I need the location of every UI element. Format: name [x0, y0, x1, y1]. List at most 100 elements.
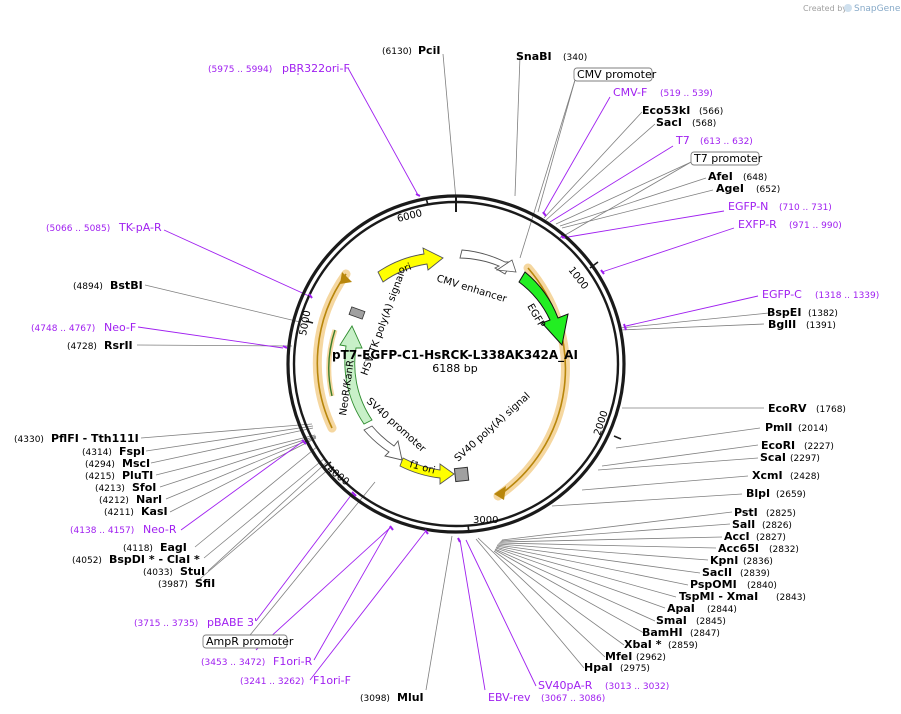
- label-hpai[interactable]: HpaI (2975): [584, 661, 650, 674]
- label-egfp-n-range: (710 .. 731): [779, 203, 832, 213]
- label-pcii-pos: (6130): [382, 47, 412, 57]
- label-saci[interactable]: SacI (568): [656, 116, 716, 129]
- label-sfii-name: SfiI: [195, 577, 215, 590]
- label-neo-f[interactable]: (4748 .. 4767) Neo-F: [31, 321, 136, 334]
- label-blpi-pos: (2659): [776, 490, 806, 500]
- snapgene-credit: Created by SnapGene: [803, 4, 901, 14]
- label-agei[interactable]: AgeI (652): [716, 182, 780, 195]
- label-blpi[interactable]: BlpI (2659): [746, 487, 806, 500]
- label-eco53ki[interactable]: Eco53kI (566): [642, 104, 723, 117]
- label-mfei-pos: (2962): [636, 653, 666, 663]
- label-bspei-name: BspEI: [767, 306, 801, 319]
- label-nari[interactable]: (4212) NarI: [99, 493, 162, 506]
- label-afei-pos: (648): [743, 173, 767, 183]
- label-smai[interactable]: SmaI (2845): [656, 614, 726, 627]
- label-kpni-pos: (2836): [743, 557, 773, 567]
- label-pflfi-tth111i[interactable]: (4330) PflFI - Tth111I: [14, 432, 139, 445]
- label-kasi-name: KasI: [141, 505, 168, 518]
- label-ecorv[interactable]: EcoRV (1768): [768, 402, 846, 415]
- label-bstbi[interactable]: (4894) BstBI: [73, 279, 143, 292]
- plasmid-size: 6188 bp: [432, 362, 477, 375]
- label-t7[interactable]: T7 (613 .. 632): [675, 134, 753, 147]
- label-ecori-name: EcoRI: [761, 439, 795, 452]
- label-kasi[interactable]: (4211) KasI: [104, 505, 168, 518]
- label-pluti[interactable]: (4215) PluTI: [85, 469, 153, 482]
- label-bspdi-clai-name: BspDI * - ClaI *: [109, 553, 200, 566]
- label-sfii-pos: (3987): [158, 580, 188, 590]
- label-rsrii[interactable]: (4728) RsrII: [67, 339, 133, 352]
- label-pcii[interactable]: (6130) PciI: [382, 44, 440, 57]
- label-ecorv-name: EcoRV: [768, 402, 807, 415]
- label-f1ori-r-name: F1ori-R: [273, 655, 313, 668]
- label-blpi-name: BlpI: [746, 487, 770, 500]
- label-eagi-pos: (4118): [123, 544, 153, 554]
- label-mlui[interactable]: (3098) MluI: [360, 691, 424, 704]
- label-ecori[interactable]: EcoRI (2227): [761, 439, 834, 452]
- label-stui-pos: (4033): [143, 568, 173, 578]
- label-snabi-pos: (340): [563, 53, 587, 63]
- label-xbai[interactable]: XbaI * (2859): [624, 638, 698, 651]
- label-egfp-n[interactable]: EGFP-N (710 .. 731): [728, 200, 832, 213]
- label-ampr-promoter[interactable]: AmpR promoter: [202, 634, 294, 649]
- label-acc65i-pos: (2832): [769, 545, 799, 555]
- label-acci[interactable]: AccI (2827): [724, 530, 786, 543]
- label-agei-name: AgeI: [716, 182, 744, 195]
- label-acc65i[interactable]: Acc65I (2832): [718, 542, 799, 555]
- label-neo-r-range: (4138 .. 4157): [70, 526, 134, 536]
- label-psti[interactable]: PstI (2825): [734, 506, 796, 519]
- label-sacii[interactable]: SacII (2839): [702, 566, 770, 579]
- label-psti-pos: (2825): [766, 509, 796, 519]
- label-bspei[interactable]: BspEI (1382): [767, 306, 838, 319]
- label-kpni[interactable]: KpnI (2836): [710, 554, 773, 567]
- label-sali[interactable]: SalI (2826): [732, 518, 792, 531]
- label-neo-r[interactable]: (4138 .. 4157) Neo-R: [70, 523, 177, 536]
- label-snabi[interactable]: SnaBI (340): [516, 50, 587, 63]
- label-t7-promoter[interactable]: T7 promoter: [690, 151, 763, 166]
- label-afei[interactable]: AfeI (648): [708, 170, 767, 183]
- label-nari-pos: (4212): [99, 496, 129, 506]
- label-bglii[interactable]: BglII (1391): [768, 318, 836, 331]
- feature-label-sv40-polya: SV40 poly(A) signal: [453, 391, 533, 465]
- label-cmv-promoter[interactable]: CMV promoter: [573, 67, 657, 82]
- label-sfoi[interactable]: (4213) SfoI: [95, 481, 156, 494]
- label-f1ori-f-range: (3241 .. 3262): [240, 677, 304, 687]
- label-bamhi-name: BamHI: [642, 626, 683, 639]
- label-f1ori-r[interactable]: (3453 .. 3472) F1ori-R: [201, 655, 313, 668]
- label-f1ori-f[interactable]: (3241 .. 3262) F1ori-F: [240, 674, 351, 687]
- label-ebv-rev[interactable]: EBV-rev (3067 .. 3086): [488, 691, 605, 704]
- label-scai[interactable]: ScaI (2297): [760, 451, 820, 464]
- label-tspmi-xmai[interactable]: TspMI - XmaI (2843): [679, 590, 806, 603]
- label-bspdi-clai[interactable]: (4052) BspDI * - ClaI *: [72, 553, 200, 566]
- label-eagi[interactable]: (4118) EagI: [123, 541, 187, 554]
- label-bamhi-pos: (2847): [690, 629, 720, 639]
- feature-sv40-promoter[interactable]: SV40 promoter: [363, 396, 428, 461]
- label-msci[interactable]: (4294) MscI: [85, 457, 150, 470]
- feature-ori[interactable]: ori: [377, 247, 444, 283]
- label-sfii[interactable]: (3987) SfiI: [158, 577, 215, 590]
- label-pcii-name: PciI: [418, 44, 440, 57]
- label-msci-pos: (4294): [85, 460, 115, 470]
- label-apai[interactable]: ApaI (2844): [667, 602, 737, 615]
- label-pbr322ori-f[interactable]: (5975 .. 5994) pBR322ori-F: [208, 62, 350, 75]
- label-pmli[interactable]: PmlI (2014): [765, 421, 828, 434]
- label-tk-pa-r[interactable]: (5066 .. 5085) TK-pA-R: [46, 221, 162, 234]
- label-smai-name: SmaI: [656, 614, 687, 627]
- label-exfp-r[interactable]: EXFP-R (971 .. 990): [738, 218, 842, 231]
- label-fspi[interactable]: (4314) FspI: [82, 445, 145, 458]
- primer-leader-lines: [137, 67, 759, 691]
- label-egfp-c[interactable]: EGFP-C (1318 .. 1339): [762, 288, 879, 301]
- label-mfei[interactable]: MfeI (2962): [605, 650, 666, 663]
- label-pbabe3[interactable]: (3715 .. 3735) pBABE 3': [134, 616, 257, 629]
- plasmid-name: pT7-EGFP-C1-HsRCK-L338AK342A_AI: [332, 348, 578, 363]
- label-bamhi[interactable]: BamHI (2847): [642, 626, 720, 639]
- feature-f1-ori[interactable]: f1 ori: [399, 457, 455, 485]
- feature-sv40-polya[interactable]: SV40 poly(A) signal: [453, 391, 533, 483]
- label-exfp-r-name: EXFP-R: [738, 218, 777, 231]
- label-cmv-f[interactable]: CMV-F (519 .. 539): [613, 86, 713, 99]
- label-sv40pa-r[interactable]: SV40pA-R (3013 .. 3032): [538, 679, 669, 692]
- label-sacii-pos: (2839): [740, 569, 770, 579]
- label-pspomi[interactable]: PspOMI (2840): [690, 578, 777, 591]
- feature-cmv-enhancer[interactable]: CMV enhancer: [435, 249, 517, 305]
- label-stui[interactable]: (4033) StuI: [143, 565, 205, 578]
- label-xcmi[interactable]: XcmI (2428): [752, 469, 820, 482]
